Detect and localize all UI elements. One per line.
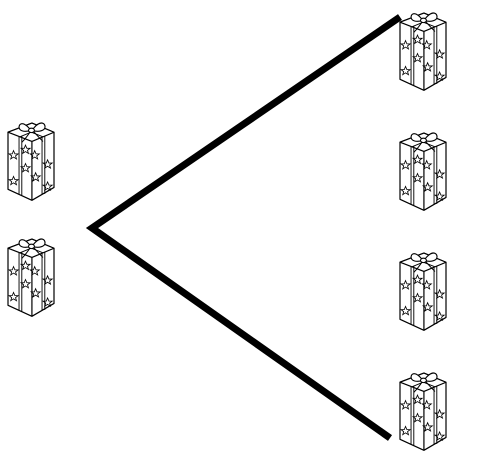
gift-box-icon [8, 123, 54, 200]
gift-box-icon [400, 133, 446, 210]
gift-box-icon [400, 13, 446, 90]
gift-box-icon [8, 239, 54, 316]
gift-box-icon [400, 373, 446, 450]
left-gift-group [8, 123, 54, 316]
less-than-sign-icon [92, 17, 400, 438]
gift-box-icon [400, 253, 446, 330]
right-gift-group [400, 13, 446, 450]
